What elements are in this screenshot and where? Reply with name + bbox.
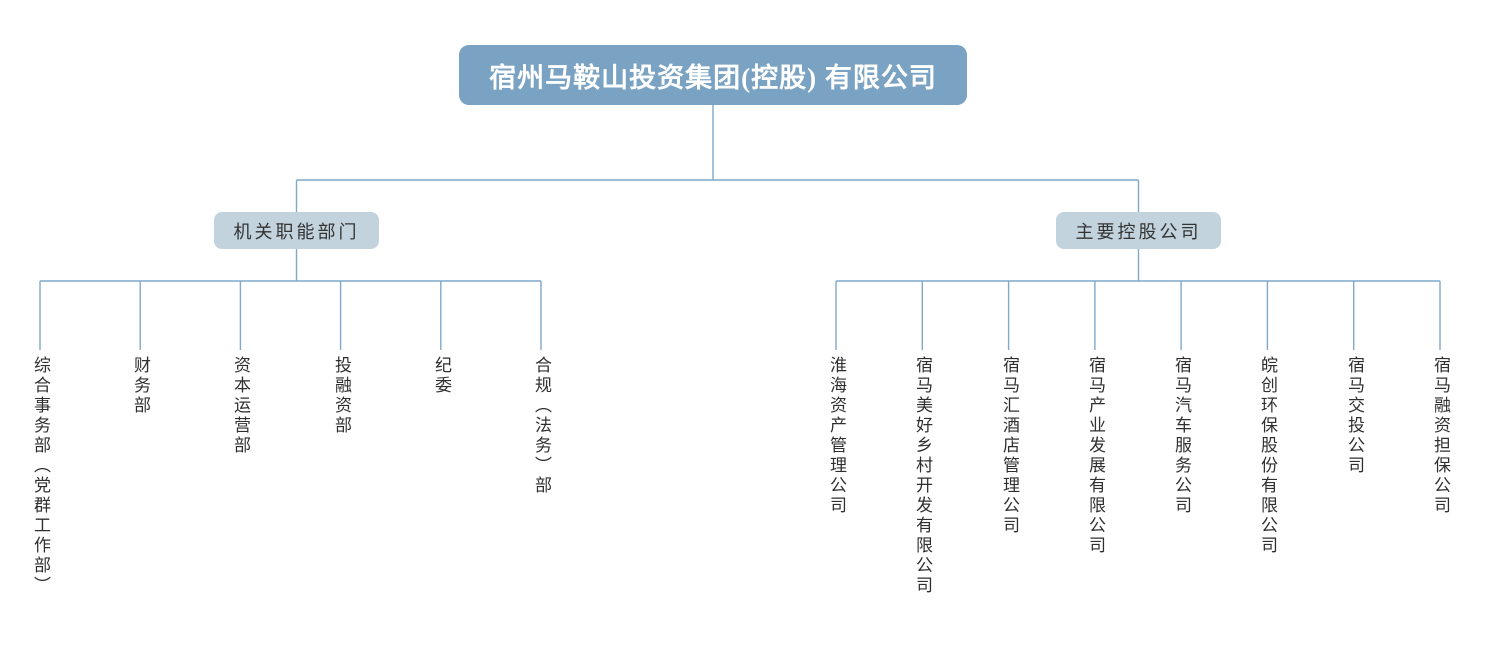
- leaf-node-beautiful-village-development: 宿马美好乡村开发有限公司: [913, 356, 932, 596]
- leaf-node-huaihai-asset-management: 淮海资产管理公司: [827, 356, 846, 516]
- leaf-node-jiaotou-company: 宿马交投公司: [1345, 356, 1364, 476]
- leaf-node-general-affairs-dept: 综合事务部（党群工作部）: [31, 356, 50, 596]
- org-node-holding-companies: 主要控股公司: [1056, 212, 1221, 249]
- org-node-root-label: 宿州马鞍山投资集团(控股) 有限公司: [489, 62, 937, 93]
- org-node-functional-departments-label: 机关职能部门: [233, 221, 360, 242]
- leaf-node-capital-operation-dept: 资本运营部: [231, 356, 250, 456]
- leaf-node-compliance-legal-dept: 合规（法务）部: [532, 356, 551, 496]
- leaf-node-industry-development: 宿马产业发展有限公司: [1086, 356, 1105, 556]
- org-node-root: 宿州马鞍山投资集团(控股) 有限公司: [459, 45, 967, 105]
- org-node-holding-companies-label: 主要控股公司: [1075, 221, 1202, 242]
- leaf-node-discipline-committee: 纪委: [432, 356, 451, 396]
- leaf-node-wanchuang-environmental: 皖创环保股份有限公司: [1258, 356, 1277, 556]
- leaf-node-investment-financing-dept: 投融资部: [332, 356, 351, 436]
- leaf-node-financing-guarantee: 宿马融资担保公司: [1431, 356, 1450, 516]
- leaf-node-finance-dept: 财务部: [131, 356, 150, 416]
- leaf-node-auto-service: 宿马汽车服务公司: [1172, 356, 1191, 516]
- org-node-functional-departments: 机关职能部门: [214, 212, 379, 249]
- leaf-node-hotel-management: 宿马汇酒店管理公司: [1000, 356, 1019, 536]
